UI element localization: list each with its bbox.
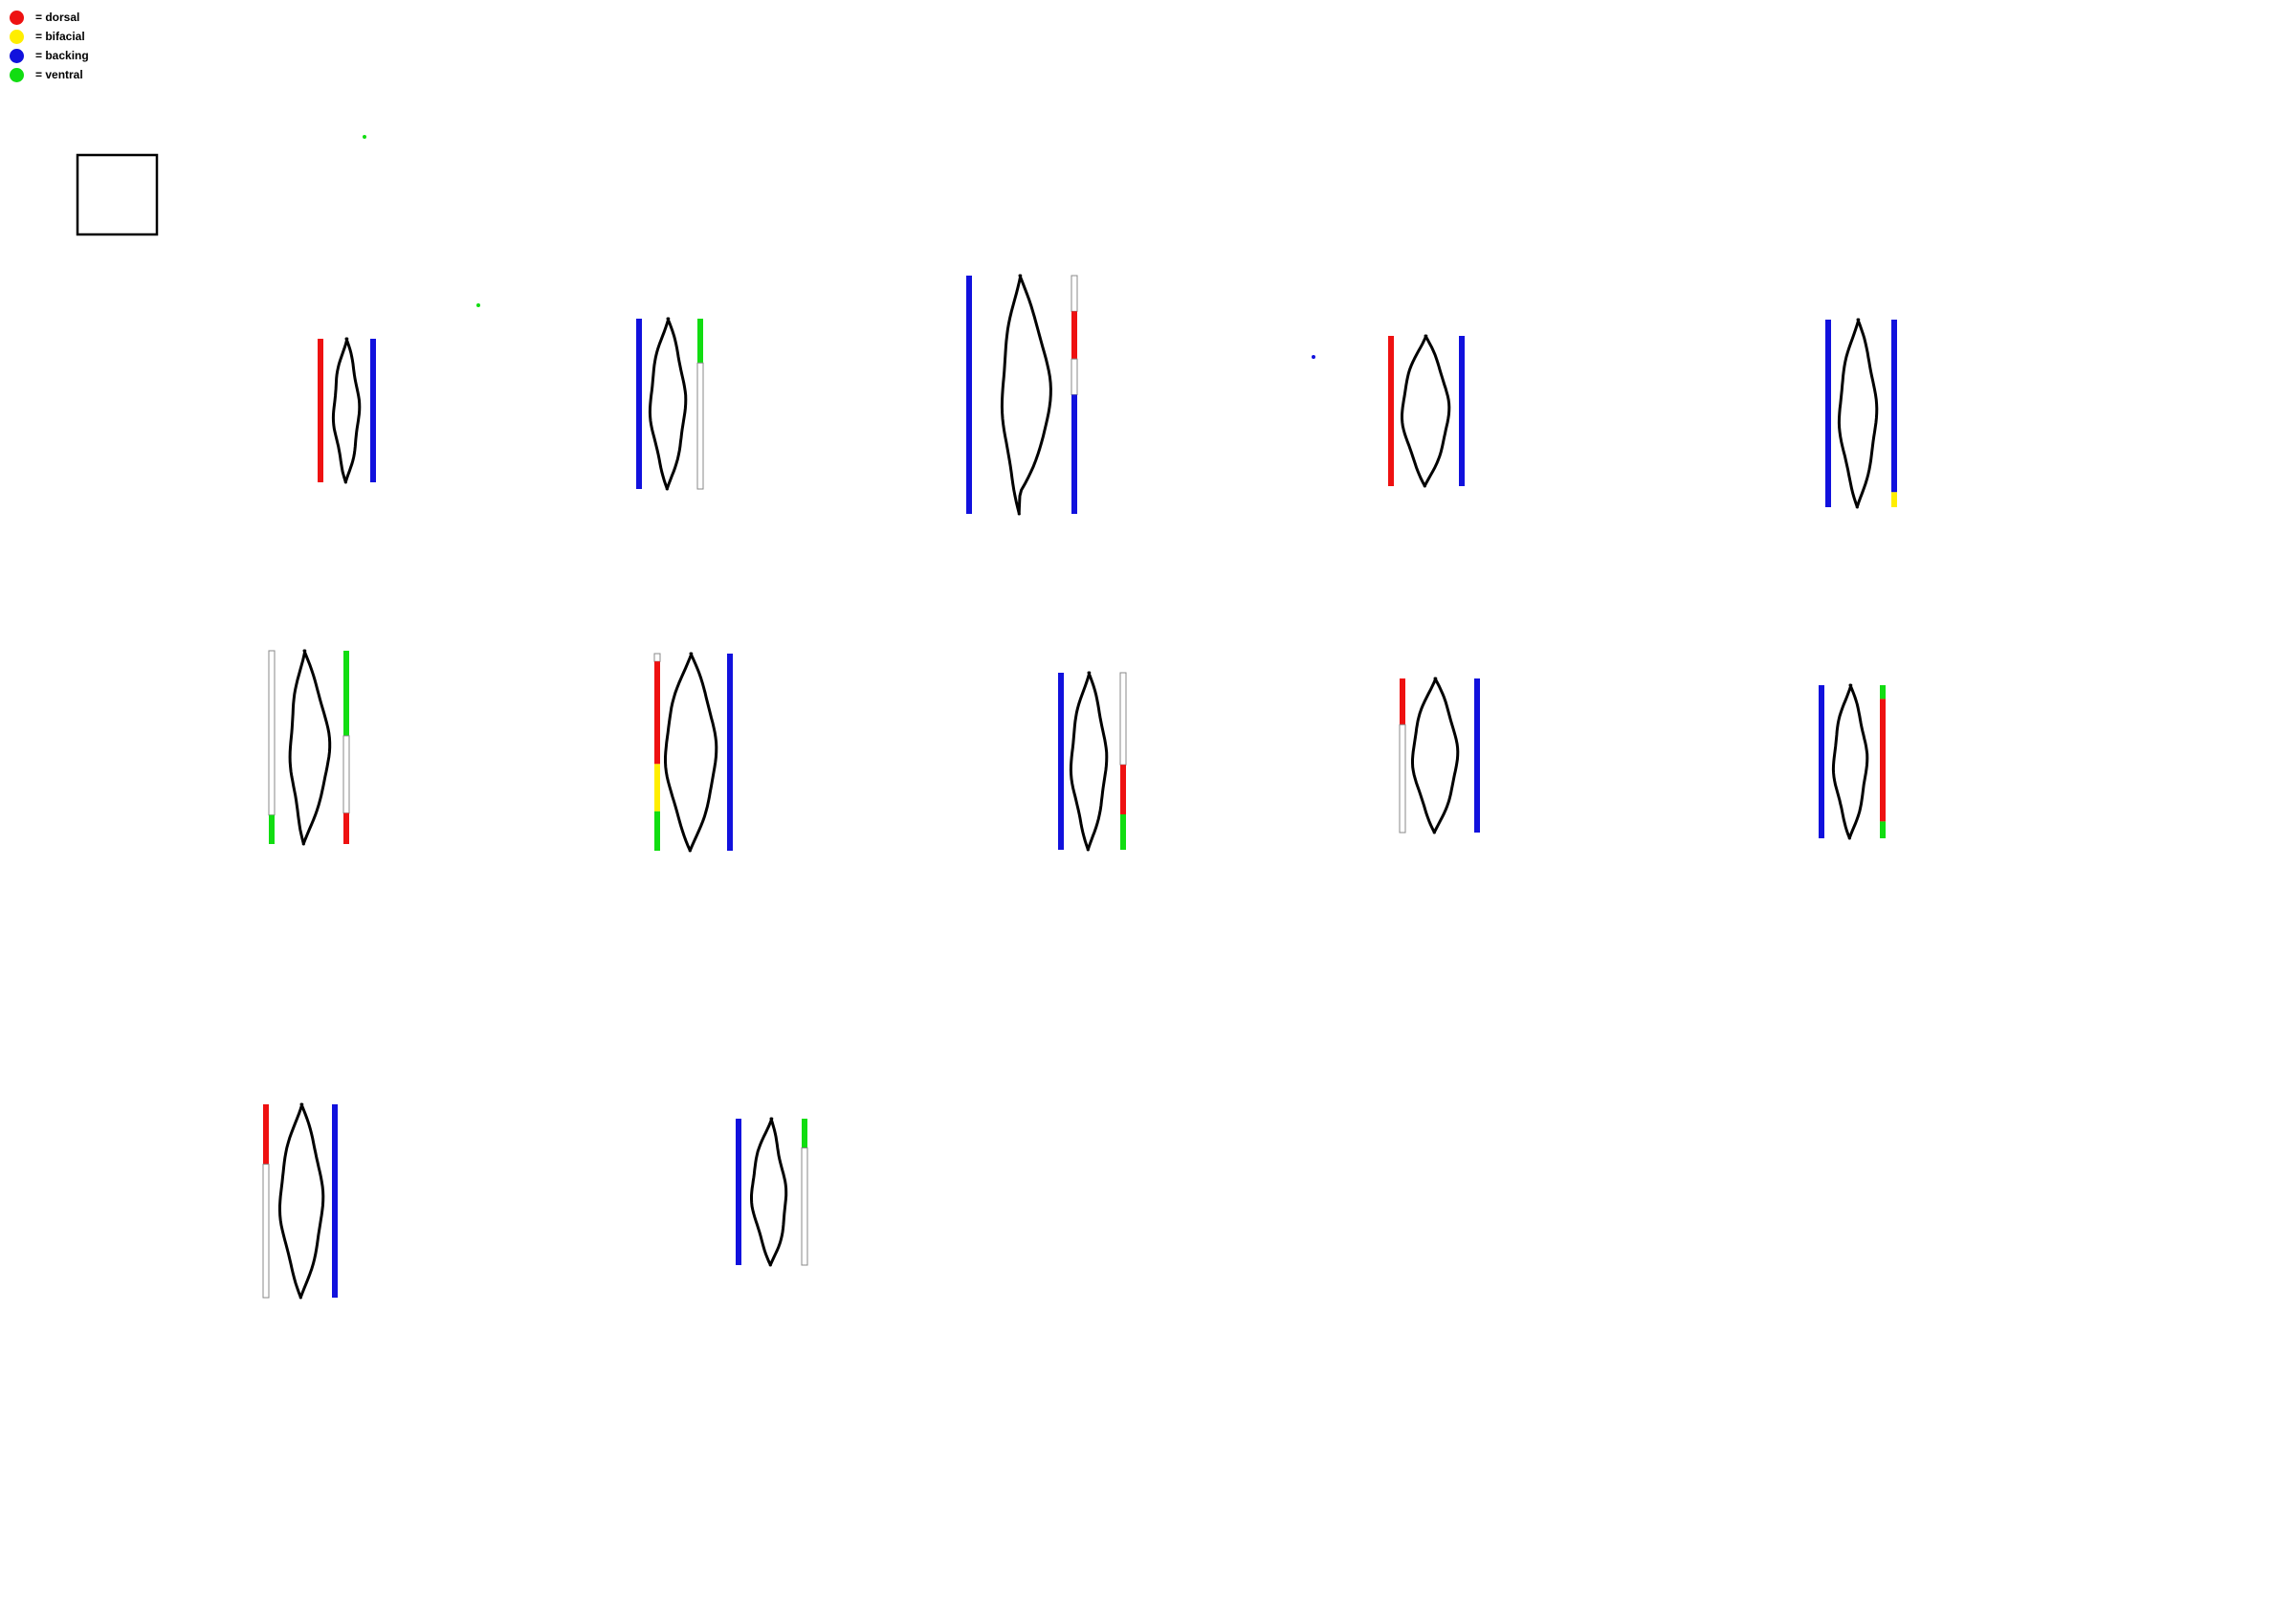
right-edge-bar-segment-backing <box>370 339 376 482</box>
legend-item-ventral: = ventral <box>10 65 89 84</box>
dorsal-color-swatch <box>10 10 24 25</box>
left-edge-bar-segment-backing <box>1819 685 1824 838</box>
artifact-outline <box>1069 671 1109 852</box>
left-edge-bar-segment-backing <box>736 1119 741 1265</box>
right-edge-bar-segment-ventral <box>697 319 703 364</box>
left-edge-bar-segment-ventral <box>269 814 275 844</box>
backing-color-swatch <box>10 48 24 63</box>
artifact-9 <box>1399 677 1480 834</box>
right-edge-bar-segment-dorsal <box>1880 699 1886 822</box>
left-edge-bar-segment-ventral <box>654 811 660 851</box>
right-edge-bar-segment-ventral <box>343 651 349 736</box>
right-edge-bar-segment-none <box>801 1147 808 1266</box>
artifact-1 <box>318 337 376 484</box>
legend-item-backing: = backing <box>10 46 89 65</box>
right-edge-bar-segment-backing <box>727 654 733 851</box>
right-edge-bar-segment-ventral <box>1880 821 1886 838</box>
left-edge-bar-segment-none <box>653 653 661 662</box>
artifact-outline <box>1411 677 1460 834</box>
artifact-11 <box>262 1102 338 1300</box>
stray-dots <box>363 135 1315 359</box>
right-edge-bar-segment-ventral <box>1120 814 1126 850</box>
right-edge-bar-segment-none <box>1071 275 1078 312</box>
legend-item-dorsal: = dorsal <box>10 8 89 27</box>
artifact-outline <box>331 337 362 484</box>
ventral-color-swatch <box>10 67 24 82</box>
right-edge-bar-segment-dorsal <box>343 812 349 844</box>
artifact-outline <box>648 317 688 491</box>
left-edge-bar-segment-backing <box>1825 320 1831 507</box>
right-edge-bar-segment-backing <box>332 1104 338 1298</box>
left-edge-bar-segment-none <box>268 650 276 816</box>
artifact-7 <box>653 652 733 853</box>
left-edge-bar-segment-none <box>262 1164 270 1299</box>
left-edge-bar-segment-dorsal <box>654 661 660 765</box>
artifact-outline <box>1401 334 1451 488</box>
artifact-5 <box>1825 318 1897 509</box>
left-edge-bar-segment-none <box>1399 723 1406 834</box>
right-edge-bar-segment-none <box>696 362 704 490</box>
right-edge-bar-segment-none <box>342 735 350 814</box>
stray-dot-ventral <box>363 135 366 139</box>
left-edge-bar-segment-dorsal <box>318 339 323 482</box>
artifact-outline <box>750 1117 788 1267</box>
artifact-grid <box>262 274 1897 1300</box>
artifact-8 <box>1058 671 1127 852</box>
right-edge-bar-segment-backing <box>1891 320 1897 493</box>
legend-item-bifacial: = bifacial <box>10 27 89 46</box>
artifact-outline <box>1000 274 1052 516</box>
artifact-4 <box>1388 334 1465 488</box>
artifact-outline <box>1831 683 1869 840</box>
right-edge-bar-segment-ventral <box>1880 685 1886 700</box>
bifacial-color-swatch <box>10 29 24 44</box>
right-edge-bar-segment-backing <box>1474 678 1480 833</box>
artifact-12 <box>736 1117 808 1267</box>
right-edge-bar-segment-backing <box>1459 336 1465 486</box>
artifact-6 <box>268 649 350 846</box>
left-edge-bar-segment-dorsal <box>1400 678 1405 725</box>
left-edge-bar-segment-backing <box>966 276 972 514</box>
right-edge-bar-segment-none <box>1119 672 1127 766</box>
left-edge-bar-segment-backing <box>636 319 642 489</box>
right-edge-bar-segment-none <box>1071 358 1078 395</box>
artifact-3 <box>966 274 1078 516</box>
legend-label-backing: = backing <box>35 49 89 62</box>
right-edge-bar-segment-backing <box>1071 394 1077 514</box>
artifact-10 <box>1819 683 1886 840</box>
scale-box <box>76 153 159 236</box>
stray-dot-backing <box>1312 355 1315 359</box>
artifact-outline <box>1837 318 1879 509</box>
artifact-2 <box>636 317 704 491</box>
left-edge-bar-segment-dorsal <box>263 1104 269 1165</box>
right-edge-bar-segment-dorsal <box>1120 765 1126 814</box>
legend: = dorsal = bifacial = backing = ventral <box>10 8 89 84</box>
left-edge-bar-segment-dorsal <box>1388 336 1394 486</box>
artifact-outline <box>288 649 332 846</box>
right-edge-bar-segment-bifacial <box>1891 492 1897 507</box>
left-edge-bar-segment-bifacial <box>654 764 660 812</box>
legend-label-dorsal: = dorsal <box>35 11 80 24</box>
right-edge-bar-segment-dorsal <box>1071 311 1077 360</box>
right-edge-bar-segment-ventral <box>802 1119 807 1148</box>
legend-label-ventral: = ventral <box>35 68 83 81</box>
artifact-outline <box>664 652 718 853</box>
left-edge-bar-segment-backing <box>1058 673 1064 850</box>
artifact-outline <box>278 1102 325 1300</box>
stray-dot-ventral <box>476 303 480 307</box>
legend-label-bifacial: = bifacial <box>35 30 85 43</box>
